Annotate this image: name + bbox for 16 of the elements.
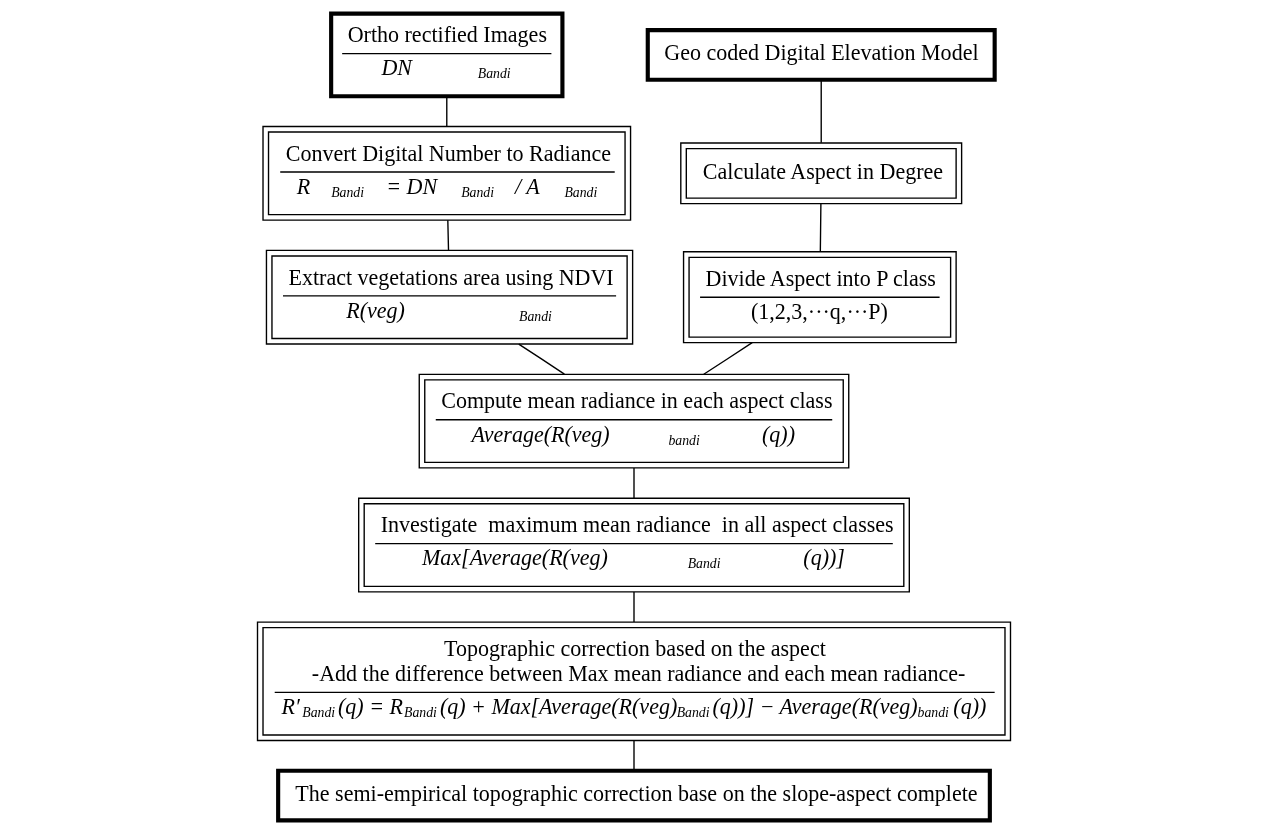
node-box: Extract vegetations area using NDVI R(veg)Bandi bbox=[265, 249, 634, 345]
node-box: Compute mean radiance in each aspect class Average(R(veg)bandi(q)) bbox=[418, 373, 850, 469]
connector bbox=[819, 203, 822, 253]
node-box: Calculate Aspect in Degree bbox=[680, 142, 963, 205]
connector bbox=[633, 591, 635, 623]
node-box: The semi-empirical topographic correction base on the slope-aspect complete bbox=[276, 768, 992, 823]
connector bbox=[518, 343, 566, 375]
connector bbox=[633, 467, 635, 499]
connector bbox=[447, 219, 450, 251]
node-box: Investigate maximum mean radiance in all aspect classes Max[Average(R(veg)Bandi(q))] bbox=[358, 497, 910, 593]
connector bbox=[446, 96, 448, 127]
node-box: Geo coded Digital Elevation Model bbox=[645, 28, 997, 82]
connector bbox=[703, 342, 753, 375]
connector bbox=[820, 79, 822, 144]
node-box: Divide Aspect into P class (1,2,3,···q,···P) bbox=[682, 251, 957, 344]
connector bbox=[633, 740, 635, 772]
